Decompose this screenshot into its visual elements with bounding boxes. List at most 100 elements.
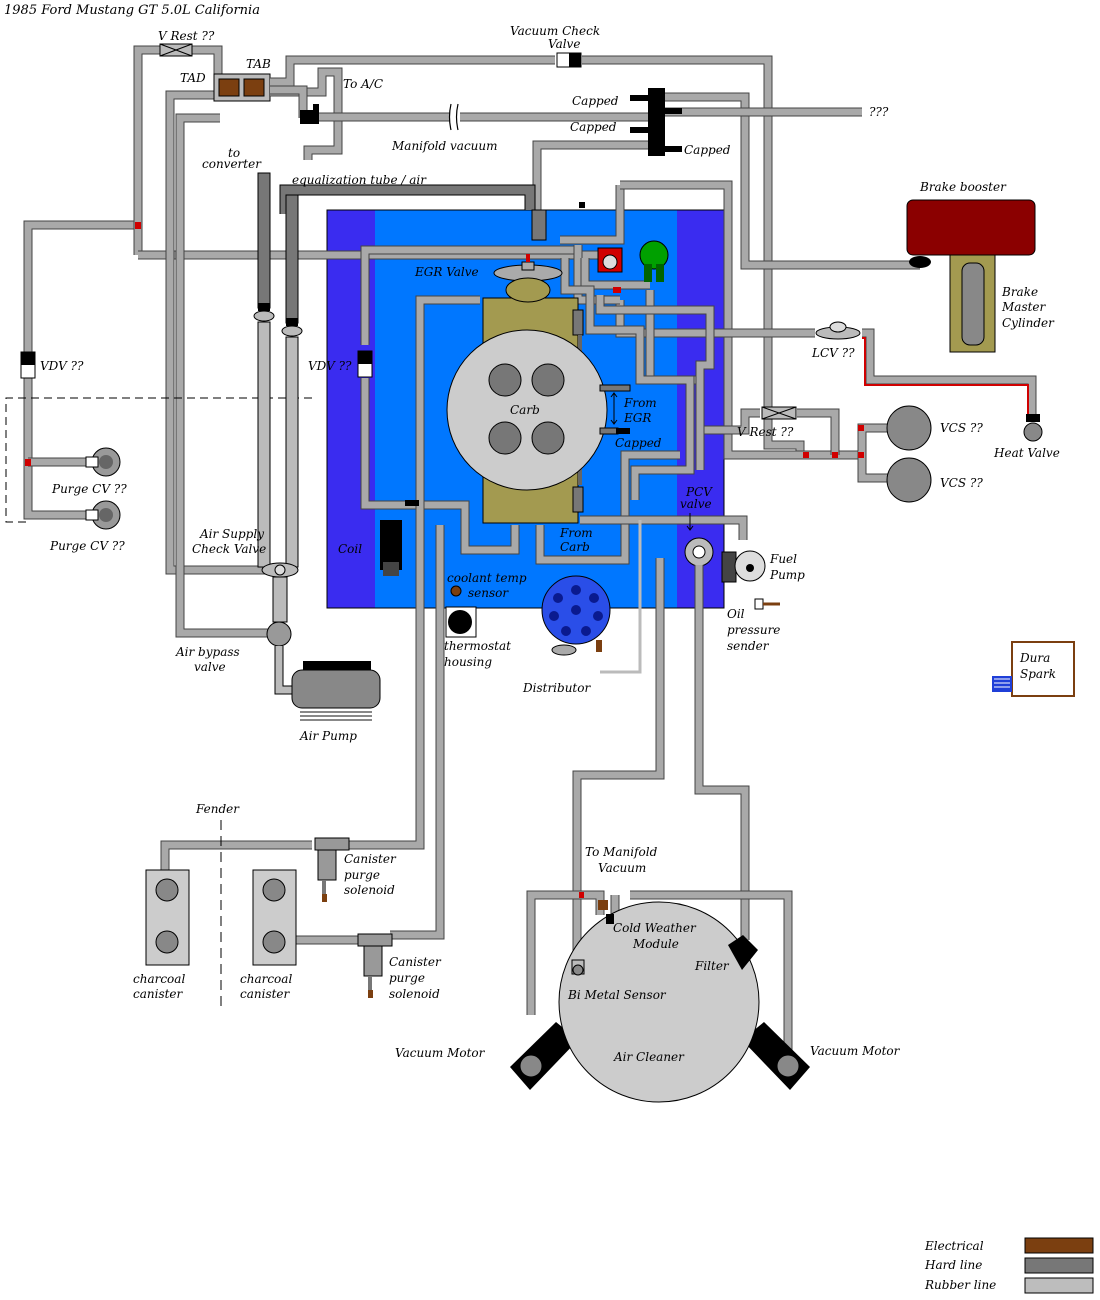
- brake-booster-label: Brake booster: [919, 180, 1007, 194]
- canister-purge-1-label-1: Canister: [344, 852, 397, 866]
- fuel-pump-label-1: Fuel: [769, 552, 797, 566]
- vacuum-manifold-tree[interactable]: [630, 88, 682, 156]
- ac-tee[interactable]: [300, 104, 319, 124]
- fender-label: Fender: [195, 802, 240, 816]
- canister-purge-2-label-2: purge: [389, 971, 425, 985]
- from-carb-label-1: From: [559, 526, 593, 540]
- canister-purge-2-label-3: solenoid: [389, 987, 440, 1001]
- dura-spark-label-1: Dura: [1019, 651, 1050, 665]
- v-rest-right-valve[interactable]: [761, 406, 797, 420]
- coolant-temp-sensor[interactable]: [450, 585, 462, 597]
- vdv-left-label: VDV ??: [40, 359, 84, 373]
- cold-weather-label-2: Module: [632, 937, 679, 951]
- air-pump[interactable]: [291, 661, 381, 721]
- carburetor[interactable]: [446, 277, 631, 524]
- vacuum-motor-left-label: Vacuum Motor: [395, 1046, 486, 1060]
- tab-label: TAB: [246, 57, 271, 71]
- air-bypass-valve[interactable]: [266, 621, 295, 695]
- unknown-label: ???: [869, 105, 889, 119]
- canister-purge-solenoid-2[interactable]: [357, 933, 393, 998]
- carb-label: Carb: [510, 403, 540, 417]
- purge-cv-2[interactable]: [85, 500, 121, 530]
- to-converter-label-2: converter: [202, 157, 262, 171]
- brake-booster[interactable]: [906, 199, 1036, 268]
- air-cleaner[interactable]: [510, 892, 810, 1103]
- dura-spark-label-2: Spark: [1020, 667, 1056, 681]
- lcv-valve[interactable]: [815, 321, 861, 340]
- brake-master-label-3: Cylinder: [1002, 316, 1055, 330]
- lcv-label: LCV ??: [811, 346, 855, 360]
- oil-sender-label-3: sender: [727, 639, 770, 653]
- coil-label: Coil: [338, 542, 362, 556]
- legend-rubber-line-label: Rubber line: [924, 1278, 996, 1292]
- tvs-red[interactable]: [597, 247, 623, 273]
- thermostat-housing[interactable]: [445, 606, 477, 638]
- to-manifold-vac-label-2: Vacuum: [598, 861, 646, 875]
- from-egr-label-2: EGR: [623, 411, 651, 425]
- to-converter-label-1: to: [228, 146, 240, 160]
- purge-cv-1[interactable]: [85, 447, 121, 477]
- coolant-sensor-label-1: coolant temp: [447, 571, 527, 585]
- to-ac-label: To A/C: [343, 77, 383, 91]
- pcv-label-1: PCV: [685, 485, 713, 499]
- brake-master-label-1: Brake: [1001, 285, 1038, 299]
- purge-cv-2-label: Purge CV ??: [49, 539, 125, 553]
- canister-purge-solenoid-1[interactable]: [314, 837, 350, 902]
- legend-electrical-label: Electrical: [924, 1239, 984, 1253]
- dura-spark-module[interactable]: [992, 641, 1075, 697]
- vacuum-check-valve[interactable]: [556, 52, 582, 68]
- converter-tubes: [253, 172, 536, 568]
- tvs-green[interactable]: [639, 240, 669, 282]
- vcs-2-label: VCS ??: [940, 476, 983, 490]
- charcoal-1-label-1: charcoal: [133, 972, 185, 986]
- oil-pressure-sender[interactable]: [754, 598, 780, 610]
- charcoal-canister-2[interactable]: [252, 869, 297, 966]
- air-cleaner-label: Air Cleaner: [613, 1050, 685, 1064]
- tad-label: TAD: [180, 71, 206, 85]
- vcs-1[interactable]: [886, 405, 932, 451]
- vdv-left-valve[interactable]: [20, 351, 36, 379]
- vacuum-motor-right-label: Vacuum Motor: [810, 1044, 901, 1058]
- vacuum-check-valve-label-2: Valve: [548, 37, 580, 51]
- capped-3-label: Capped: [684, 143, 731, 157]
- charcoal-2-label-2: canister: [240, 987, 291, 1001]
- vcs-1-label: VCS ??: [940, 421, 983, 435]
- filter-label: Filter: [694, 959, 730, 973]
- oil-sender-label-2: pressure: [727, 623, 780, 637]
- v-rest-top-label: V Rest ??: [158, 29, 215, 43]
- v-rest-right-label: V Rest ??: [737, 425, 794, 439]
- equalization-tube-label: equalization tube / air: [292, 173, 427, 187]
- charcoal-2-label-1: charcoal: [240, 972, 292, 986]
- pcv-valve[interactable]: [684, 537, 714, 567]
- v-rest-top-valve[interactable]: [159, 43, 193, 57]
- manifold-vacuum-label: Manifold vacuum: [391, 139, 498, 153]
- legend-hard-line-swatch: [1024, 1257, 1094, 1274]
- distributor[interactable]: [541, 575, 611, 656]
- from-carb-label-2: Carb: [560, 540, 590, 554]
- air-supply-check-valve[interactable]: [261, 562, 299, 623]
- fuel-pump[interactable]: [721, 550, 766, 583]
- charcoal-canister-1[interactable]: [145, 869, 190, 966]
- charcoal-1-label-2: canister: [133, 987, 184, 1001]
- to-manifold-vac-label-1: To Manifold: [585, 845, 658, 859]
- legend: Electrical Hard line Rubber line: [924, 1237, 1094, 1294]
- legend-rubber-line-swatch: [1024, 1277, 1094, 1294]
- tad-tab-block[interactable]: [213, 73, 271, 102]
- fuel-pump-label-2: Pump: [769, 568, 805, 582]
- capped-2-label: Capped: [570, 120, 617, 134]
- vdv-mid-valve[interactable]: [357, 350, 373, 378]
- air-bypass-label-2: valve: [194, 660, 226, 674]
- diagram-title: 1985 Ford Mustang GT 5.0L California: [4, 3, 260, 18]
- brake-master-cylinder[interactable]: [949, 254, 996, 353]
- purge-cv-1-label: Purge CV ??: [51, 482, 127, 496]
- air-supply-cv-label-1: Air Supply: [199, 527, 264, 541]
- thermostat-label-1: thermostat: [444, 639, 511, 653]
- canister-purge-1-label-3: solenoid: [344, 883, 395, 897]
- lower-hoses: [160, 295, 793, 1060]
- ignition-coil[interactable]: [380, 520, 402, 576]
- thermostat-label-2: housing: [444, 655, 492, 669]
- heat-valve[interactable]: [1023, 414, 1043, 442]
- canister-purge-2-label-1: Canister: [389, 955, 442, 969]
- vcs-2[interactable]: [886, 457, 932, 503]
